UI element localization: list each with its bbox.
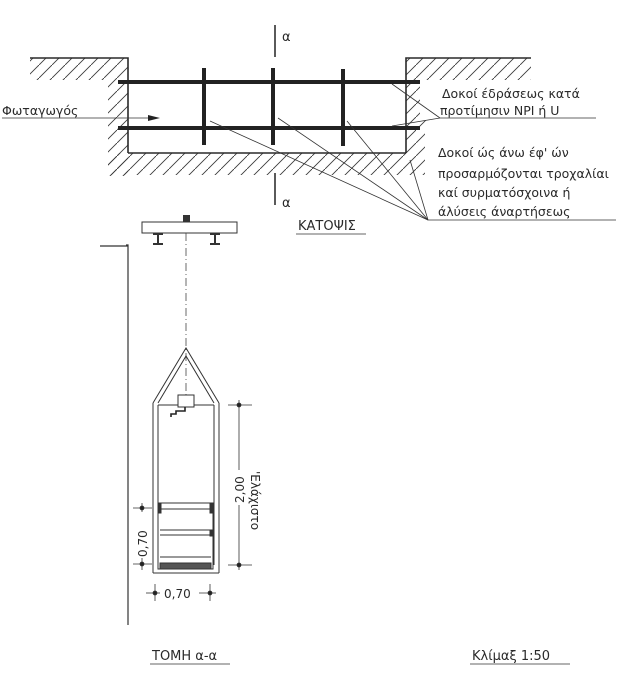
dimension-seat-height-value: 0,70 [136,530,150,557]
pulley-block [183,215,190,222]
plan-view: α α Φωταγωγός Δοκοί έδράσεως κατά προτίμ… [2,25,616,235]
i-beam-right [210,233,220,245]
wall-hatch-right [405,57,605,210]
scale-label: Κλίμαξ 1:50 [472,649,550,664]
dimension-seat-width [146,584,216,601]
top-slab [141,221,238,234]
svg-text:Δοκοί ώς άνω έφ' ών: Δοκοί ώς άνω έφ' ών [438,145,569,160]
section-marker-bottom-label: α [282,196,291,211]
svg-text:άλύσεις άναρτήσεως: άλύσεις άναρτήσεως [438,204,570,219]
plan-view-title: ΚΑΤΟΨΙΣ [298,219,356,234]
wall-hatch-bottom [108,152,406,175]
svg-text:προτίμησιν ΝΡΙ ή U: προτίμησιν ΝΡΙ ή U [440,103,559,118]
dimension-seat-height [133,503,152,570]
cradle-frame [152,347,220,574]
note-pulley-beams: Δοκοί ώς άνω έφ' ών προσαρμόζονται τροχα… [438,145,609,219]
svg-text:προσαρμόζονται τροχαλίαι: προσαρμόζονται τροχαλίαι [438,166,609,181]
shaft-arrow-head [148,115,160,121]
seat-box [157,502,214,570]
svg-text:Δοκοί έδράσεως κατά: Δοκοί έδράσεως κατά [442,86,580,101]
dimension-height-note: 'Ελάχιστο [248,471,262,530]
section-marker-top-label: α [282,30,291,45]
note-support-beams: Δοκοί έδράσεως κατά προτίμησιν ΝΡΙ ή U [440,86,580,118]
svg-text:καί συρματόσχοινα ή: καί συρματόσχοινα ή [438,185,570,200]
dimension-height [228,400,252,570]
dimension-seat-width-value: 0,70 [164,587,191,601]
winch-crank [170,407,186,417]
leader-lines-support [391,83,596,127]
section-view: 2,00 'Ελάχιστο 0,70 0,70 ΤΟΜΗ α-α [100,215,262,665]
dimension-height-value: 2,00 [233,476,247,503]
shaft-wall-line [126,244,129,625]
leader-lines-pulley [209,117,616,221]
i-beam-left [153,233,163,245]
section-view-title: ΤΟΜΗ α-α [151,649,217,664]
shaft-label: Φωταγωγός [2,103,78,118]
winch-box [177,394,195,408]
